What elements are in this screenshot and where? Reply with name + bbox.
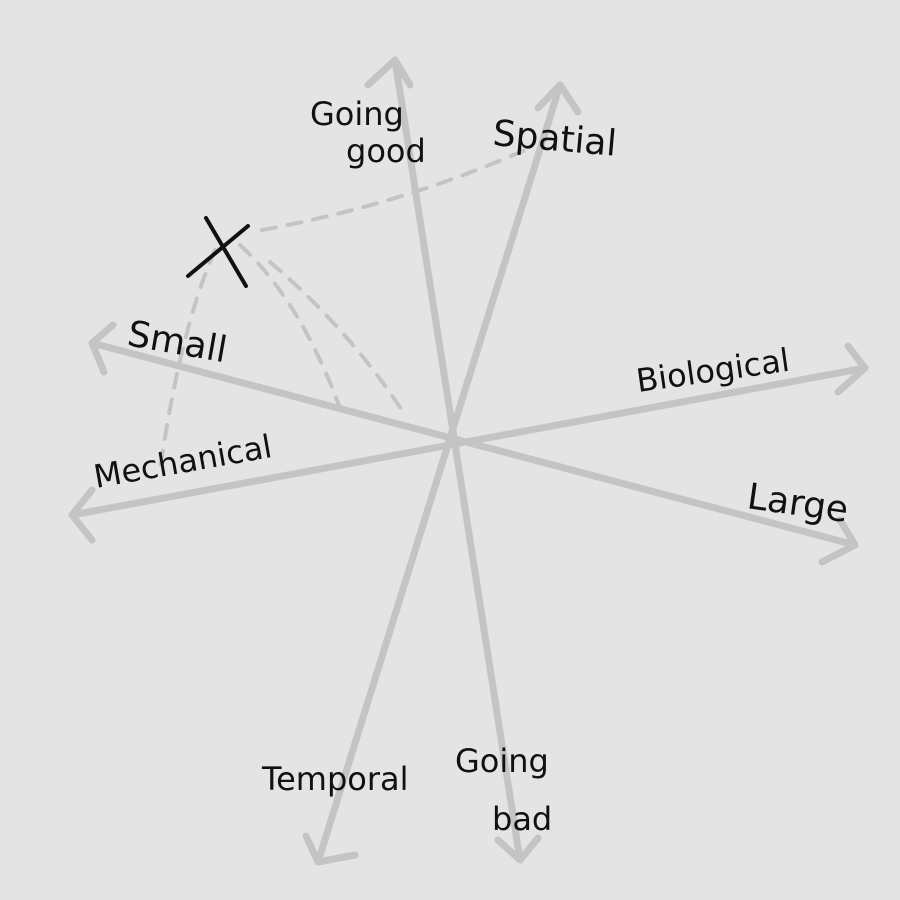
label-going-good-line2: good <box>346 132 426 170</box>
axis-biological-mechanical <box>68 342 869 544</box>
axis-spatial-temporal <box>302 81 582 866</box>
label-going-good-line1: Going <box>310 95 404 133</box>
arrowhead-temporal <box>302 832 359 866</box>
point-marker-x <box>186 216 250 288</box>
arrowhead-spatial <box>534 81 582 116</box>
label-biological: Biological <box>634 341 792 400</box>
arrowhead-large <box>818 516 859 566</box>
label-small: Small <box>124 313 230 371</box>
label-going-bad-line1: Going <box>455 742 549 780</box>
arrowhead-going-bad <box>494 834 542 864</box>
arrowhead-mechanical <box>68 486 96 544</box>
label-going-bad-line2: bad <box>492 800 552 838</box>
projection-lines <box>158 148 527 472</box>
arrowhead-going-good <box>364 56 414 89</box>
label-temporal: Temporal <box>261 760 409 798</box>
arrowhead-biological <box>834 342 869 396</box>
arrowhead-small <box>88 321 117 376</box>
